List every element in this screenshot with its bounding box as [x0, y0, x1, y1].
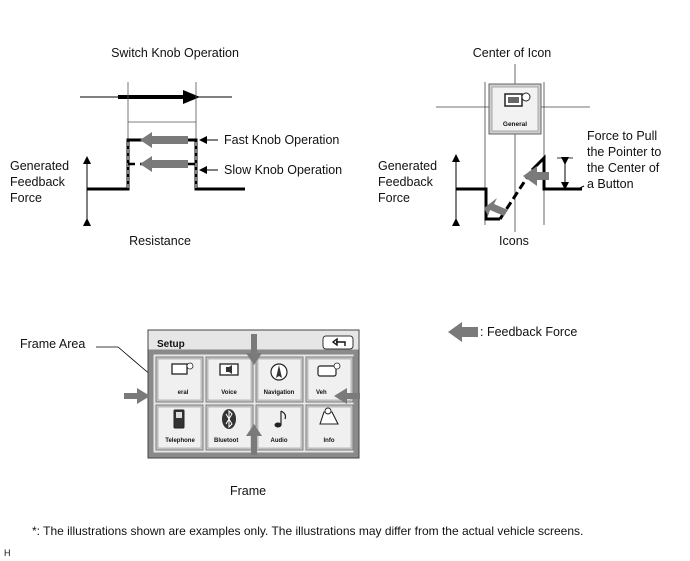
frame-arrow-top	[246, 334, 262, 365]
frame-caption: Frame	[230, 484, 266, 498]
slow-feedback-arrow	[140, 156, 188, 172]
info-icon	[319, 411, 339, 425]
slow-knob-label: Slow Knob Operation	[224, 163, 342, 177]
general-icon	[171, 363, 188, 375]
switch-knob-title: Switch Knob Operation	[111, 46, 239, 60]
button-bluetooth: Bluetoot	[205, 404, 254, 451]
pull-curve-left	[456, 187, 500, 221]
pull-arrow-left	[484, 198, 508, 216]
legend-arrow-icon	[448, 322, 478, 342]
button-navigation: Navigation	[255, 356, 304, 403]
return-arrow-icon	[331, 337, 346, 347]
button-label: Info	[324, 438, 335, 444]
y2-label-line-3: Force	[378, 191, 410, 205]
button-label: Bluetoot	[214, 438, 238, 444]
feedback-force-legend: : Feedback Force	[448, 322, 577, 342]
general-icon-button: General	[488, 83, 542, 135]
switch-knob-diagram: Switch Knob Operation Fast Knob Operatio…	[10, 46, 342, 248]
switch-knob-caption: Resistance	[129, 234, 191, 248]
setup-title: Setup	[157, 339, 185, 350]
frame-arrow-right	[334, 388, 360, 404]
fast-feedback-arrow	[140, 132, 188, 148]
center-icon-caption: Icons	[499, 234, 529, 248]
vehicle-icon	[317, 365, 337, 377]
center-icon-title: Center of Icon	[473, 46, 552, 60]
button-label: Veh	[316, 390, 327, 396]
disclaimer-note: *: The illustrations shown are examples …	[32, 524, 583, 538]
button-audio: Audio	[255, 404, 304, 451]
frame-arrow-left	[124, 388, 150, 404]
pull-label-line-1: Force to Pull	[587, 129, 657, 143]
y2-label-line-1: Generated	[378, 159, 437, 173]
y-label-line-2: Feedback	[10, 175, 66, 189]
button-info: Info	[305, 404, 354, 451]
button-label: Voice	[221, 390, 237, 396]
button-label: eral	[178, 390, 189, 396]
legend-label: : Feedback Force	[480, 325, 577, 339]
button-telephone: Telephone	[155, 404, 204, 451]
pull-label-line-3: the Center of	[587, 161, 660, 175]
icon-button-label: General	[503, 121, 527, 128]
pull-label-line-4: a Button	[587, 177, 634, 191]
y2-label-line-2: Feedback	[378, 175, 434, 189]
button-label: Telephone	[165, 438, 195, 444]
frame-area-callout	[96, 346, 153, 377]
pull-label-line-2: the Pointer to	[587, 145, 661, 159]
button-general: eral	[155, 356, 204, 403]
gear-icon	[521, 92, 531, 102]
frame-area-label: Frame Area	[20, 337, 85, 351]
button-voice: Voice	[205, 356, 254, 403]
fast-knob-label: Fast Knob Operation	[224, 133, 339, 147]
y-label-line-1: Generated	[10, 159, 69, 173]
corner-code: H	[4, 548, 11, 558]
frame-arrow-bottom	[246, 424, 262, 455]
back-button	[322, 335, 354, 350]
direction-arrow-head	[183, 90, 200, 104]
y-label-line-3: Force	[10, 191, 42, 205]
frame-diagram: Frame Area Setup eral Voice	[20, 329, 360, 498]
button-label: Navigation	[264, 390, 295, 396]
button-label: Audio	[271, 438, 288, 444]
pull-callout-line	[577, 185, 585, 190]
center-icon-diagram: Center of Icon General Force to Pull th	[378, 46, 661, 248]
pull-arrow-right	[523, 166, 549, 186]
